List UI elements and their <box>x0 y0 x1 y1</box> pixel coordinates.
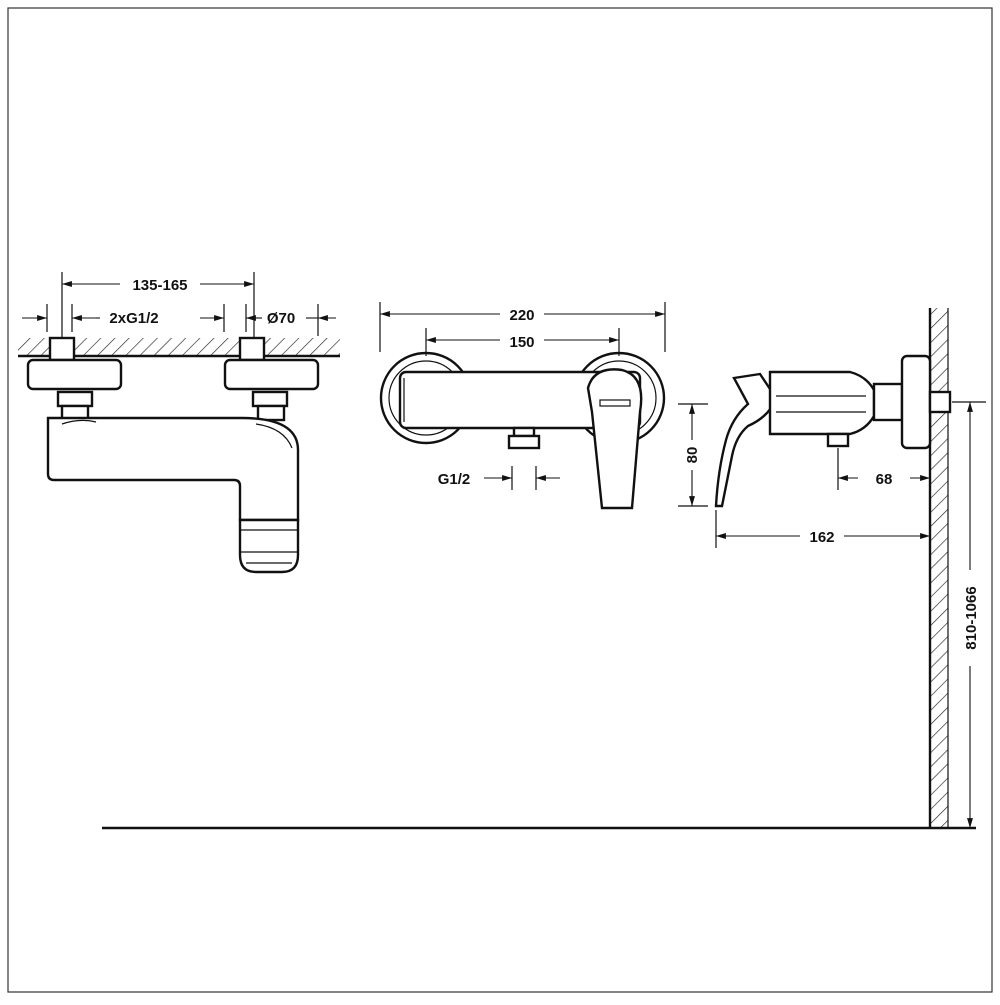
front-view: 220 150 G1/2 80 <box>379 302 708 510</box>
escutcheon-side <box>900 354 932 450</box>
dim-projection-label: 162 <box>809 529 834 546</box>
dim-outlet-thread-label: G1/2 <box>438 471 471 488</box>
dim-body-length-label: 150 <box>509 334 534 351</box>
spout-top <box>238 518 300 574</box>
dim-outlet-offset-label: 68 <box>876 471 893 488</box>
top-view: 135-165 2xG1/2 Ø70 <box>18 272 340 574</box>
lever-handle-side <box>714 372 778 508</box>
nut-right <box>251 390 289 408</box>
dim-mounting-height-label: 810-1066 <box>963 586 980 649</box>
dim-spacing-label: 135-165 <box>132 277 187 294</box>
mixer-body-top <box>46 416 300 522</box>
nut-left <box>56 390 94 408</box>
dim-height-label: 80 <box>684 447 701 464</box>
outlet-side <box>826 432 850 448</box>
connector-side <box>872 382 904 422</box>
dim-inlets-label: 2xG1/2 <box>109 310 158 327</box>
inlet-pipe-left <box>48 336 76 362</box>
inlet-pipe-side <box>928 390 952 414</box>
outlet-front <box>512 426 536 438</box>
logo-plate <box>599 399 631 407</box>
mixer-body-side <box>768 370 876 436</box>
dim-escutcheon-label: Ø70 <box>267 310 295 327</box>
escutcheon-left <box>26 358 123 391</box>
side-view: 68 162 810-1066 <box>714 308 986 828</box>
inlet-pipe-right <box>238 336 266 362</box>
connector-right <box>256 404 286 422</box>
lever-handle-front <box>586 368 643 510</box>
dim-overall-width-label: 220 <box>509 307 534 324</box>
page-border <box>7 7 993 993</box>
wall-hatch-side <box>930 308 948 828</box>
escutcheon-right <box>223 358 320 391</box>
